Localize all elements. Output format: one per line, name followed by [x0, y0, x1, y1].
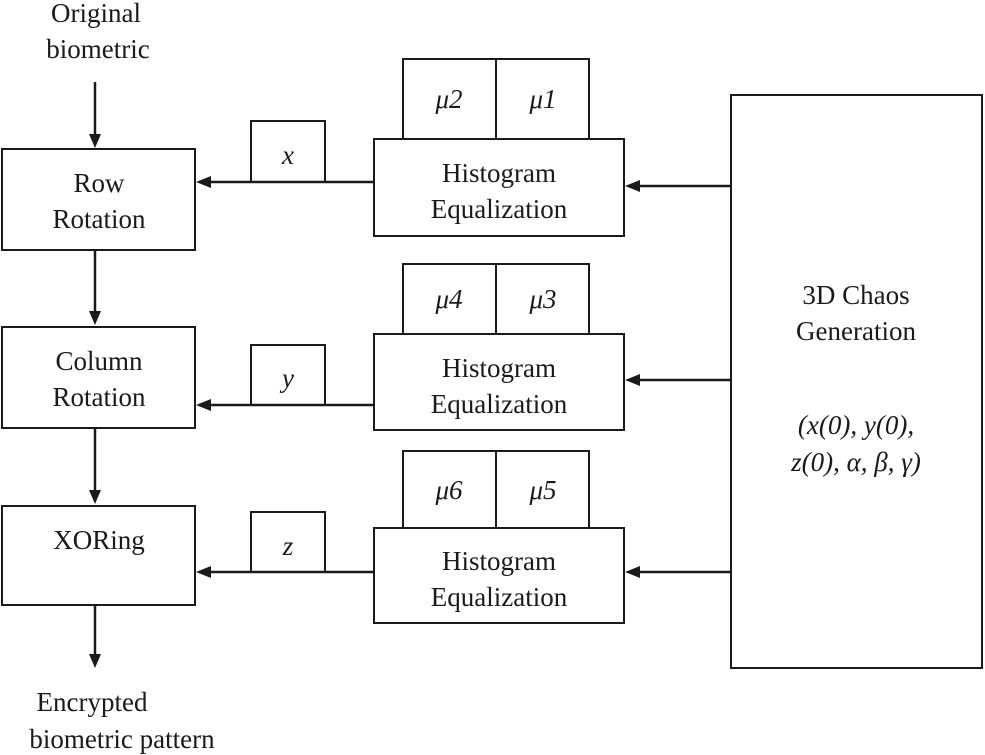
- column-rotation-line2: Rotation: [53, 382, 146, 412]
- histogram-1-box: [373, 138, 625, 237]
- histogram-2-box: [373, 333, 625, 431]
- row-rotation-box: [1, 148, 196, 251]
- mu6-label: μ6: [434, 475, 463, 505]
- histogram-2-to-column-arrow-head: [196, 399, 211, 411]
- mu1-label: μ1: [528, 84, 556, 114]
- x-label: x: [281, 140, 294, 170]
- histogram-1-line2: Equalization: [431, 194, 568, 224]
- input-arrow-head: [89, 134, 101, 148]
- chaos-line3: (x(0), y(0),: [798, 410, 914, 440]
- histogram-3-box: [373, 527, 625, 624]
- histogram-3-line2: Equalization: [431, 582, 568, 612]
- mu4-label: μ4: [434, 284, 462, 314]
- input-label-line2: biometric: [46, 34, 149, 64]
- chaos-to-histogram-1-arrow-head: [625, 180, 640, 192]
- histogram-2-line2: Equalization: [431, 389, 568, 419]
- z-label: z: [282, 531, 294, 561]
- output-label-line1: Encrypted: [37, 687, 148, 717]
- input-label-line1: Original: [51, 0, 141, 28]
- chaos-line2: Generation: [796, 316, 916, 346]
- z-box: [250, 511, 326, 573]
- xoring-label: XORing: [53, 525, 145, 555]
- mu5-label: μ5: [528, 475, 556, 505]
- chaos-line4: z(0), α, β, γ): [790, 447, 921, 477]
- mu3-box: [495, 263, 590, 335]
- chaos-generation-box: [730, 94, 983, 669]
- column-rotation-line1: Column: [55, 346, 143, 376]
- y-label: y: [279, 363, 294, 393]
- histogram-2-line1: Histogram: [442, 353, 556, 383]
- histogram-3-to-xor-arrow-head: [196, 566, 211, 578]
- column-rotation-box: [1, 326, 196, 429]
- mu2-label: μ2: [434, 84, 462, 114]
- xoring-box: [1, 505, 196, 606]
- mu4-box: [402, 263, 497, 335]
- chaos-to-histogram-2-arrow-head: [625, 374, 640, 386]
- column-to-xor-arrow-head: [89, 490, 101, 504]
- chaos-line1: 3D Chaos: [802, 280, 909, 310]
- row-rotation-line1: Row: [73, 168, 125, 198]
- output-label-line2: biometric pattern: [29, 724, 215, 754]
- chaos-to-histogram-3-arrow-head: [625, 566, 640, 578]
- output-arrow-head: [89, 654, 101, 668]
- histogram-1-to-row-arrow-head: [196, 176, 211, 188]
- row-rotation-line2: Rotation: [53, 204, 146, 234]
- histogram-1-line1: Histogram: [442, 158, 556, 188]
- histogram-3-line1: Histogram: [442, 546, 556, 576]
- row-to-column-arrow-head: [89, 311, 101, 325]
- mu5-box: [495, 450, 590, 529]
- mu3-label: μ3: [528, 284, 556, 314]
- y-box: [250, 344, 326, 406]
- mu2-box: [402, 58, 497, 140]
